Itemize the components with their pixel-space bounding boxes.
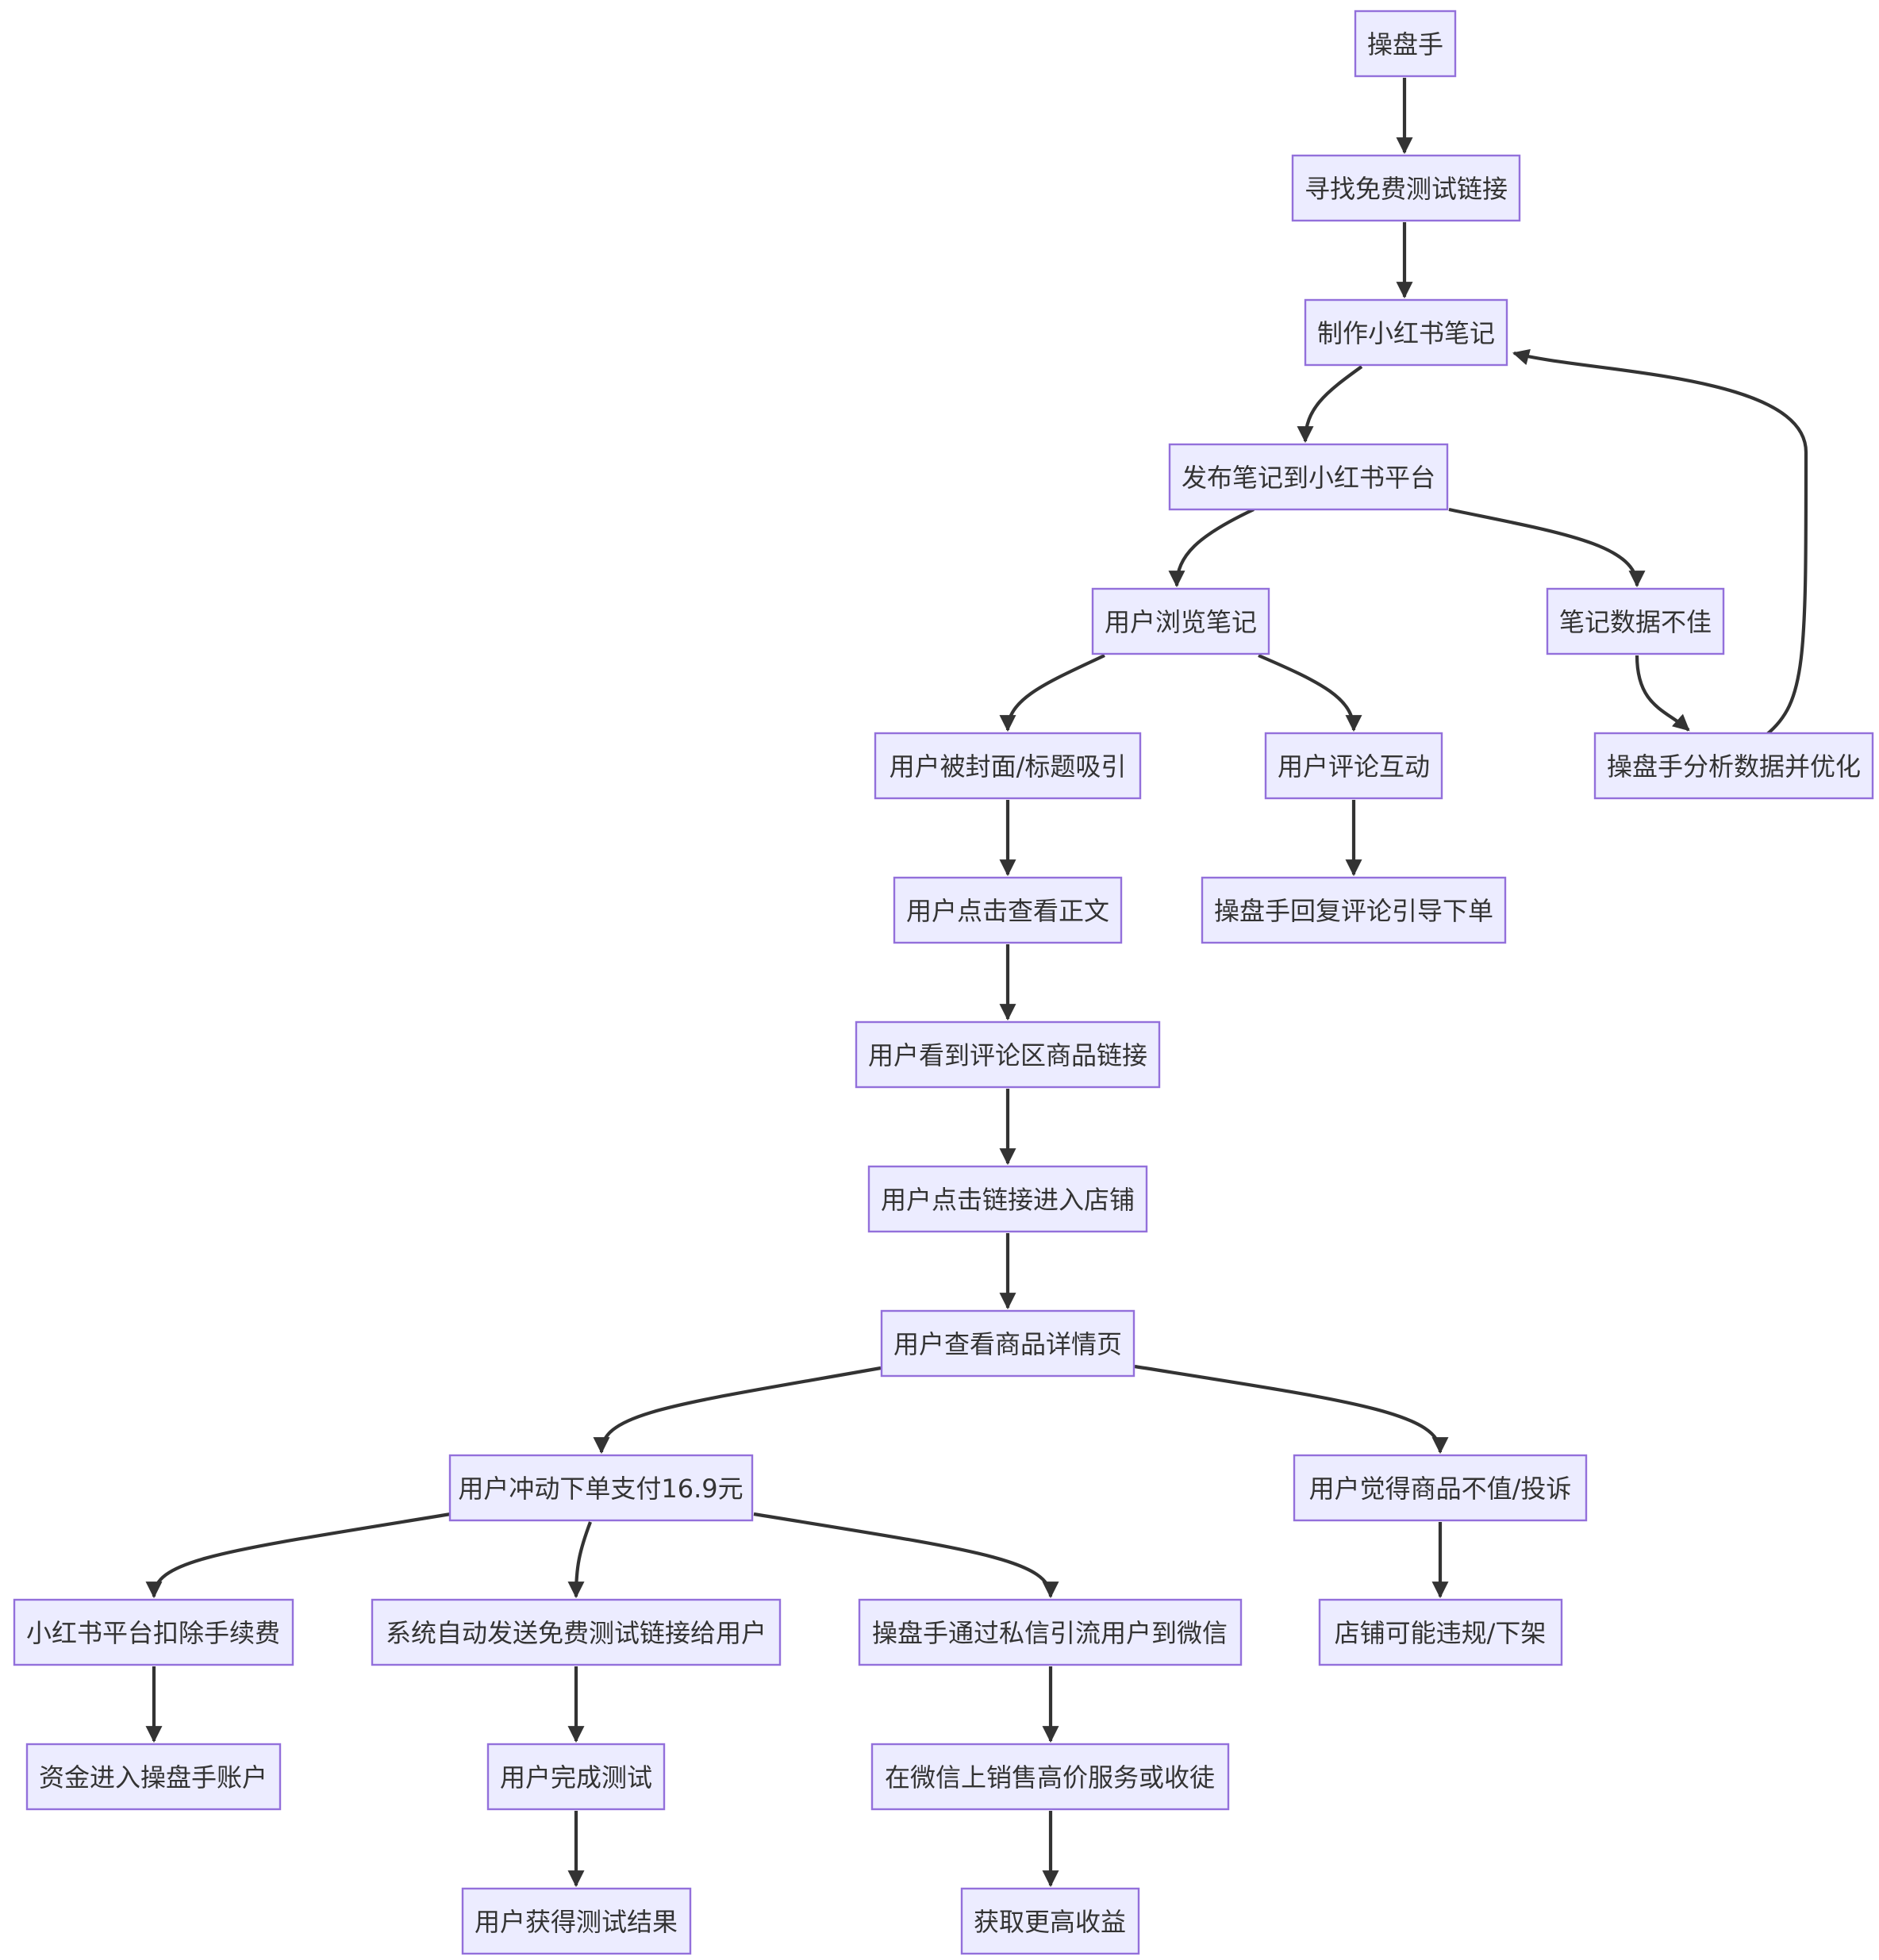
edges xyxy=(145,78,1808,1888)
node-n13: 用户点击链接进入店铺 xyxy=(867,1165,1148,1233)
node-label: 用户被封面/标题吸引 xyxy=(890,751,1127,782)
node-n10: 用户点击查看正文 xyxy=(893,876,1123,944)
node-n25: 获取更高收益 xyxy=(960,1887,1140,1955)
node-label: 用户获得测试结果 xyxy=(475,1907,678,1937)
node-n2: 寻找免费测试链接 xyxy=(1291,154,1521,222)
node-label: 用户看到评论区商品链接 xyxy=(868,1040,1147,1070)
node-n21: 资金进入操盘手账户 xyxy=(25,1743,282,1811)
node-label: 用户完成测试 xyxy=(500,1762,652,1793)
node-label: 寻找免费测试链接 xyxy=(1305,174,1508,204)
edge-n4-n5 xyxy=(1168,508,1255,588)
node-n11: 操盘手回复评论引导下单 xyxy=(1201,876,1507,944)
node-label: 用户浏览笔记 xyxy=(1105,607,1257,637)
edge-n5-n7 xyxy=(999,654,1105,732)
edge-n14-n15 xyxy=(593,1366,882,1455)
node-label: 用户查看商品详情页 xyxy=(893,1329,1122,1359)
edge-n14-n16 xyxy=(1134,1364,1449,1455)
node-n20: 店铺可能违规/下架 xyxy=(1318,1598,1563,1666)
node-n7: 用户被封面/标题吸引 xyxy=(874,732,1142,800)
nodes: 操盘手 寻找免费测试链接 制作小红书笔记 发布笔记到小红书平台 用户浏览笔记 笔… xyxy=(13,10,1874,1955)
node-n18: 系统自动发送免费测试链接给用户 xyxy=(371,1598,782,1666)
node-n8: 用户评论互动 xyxy=(1264,732,1443,800)
node-label: 操盘手回复评论引导下单 xyxy=(1214,896,1493,926)
node-n9: 操盘手分析数据并优化 xyxy=(1593,732,1874,800)
edge-n15-n17 xyxy=(145,1512,451,1599)
node-n12: 用户看到评论区商品链接 xyxy=(855,1020,1161,1089)
node-label: 用户评论互动 xyxy=(1278,751,1430,782)
node-n5: 用户浏览笔记 xyxy=(1091,587,1270,655)
node-label: 用户点击链接进入店铺 xyxy=(881,1185,1135,1215)
node-label: 操盘手分析数据并优化 xyxy=(1607,751,1861,782)
node-n22: 用户完成测试 xyxy=(486,1743,666,1811)
node-n15: 用户冲动下单支付16.9元 xyxy=(448,1454,754,1522)
edge-n15-n18 xyxy=(567,1521,592,1599)
node-label: 资金进入操盘手账户 xyxy=(39,1762,267,1793)
node-n17: 小红书平台扣除手续费 xyxy=(13,1598,294,1666)
node-n19: 操盘手通过私信引流用户到微信 xyxy=(858,1598,1243,1666)
node-n4: 发布笔记到小红书平台 xyxy=(1168,443,1449,511)
node-label: 用户冲动下单支付16.9元 xyxy=(458,1474,743,1504)
node-n23: 在微信上销售高价服务或收徒 xyxy=(870,1743,1230,1811)
node-n6: 笔记数据不佳 xyxy=(1546,587,1725,655)
node-label: 店铺可能违规/下架 xyxy=(1335,1618,1547,1648)
node-label: 发布笔记到小红书平台 xyxy=(1182,463,1435,493)
node-n1: 操盘手 xyxy=(1354,10,1457,78)
node-label: 小红书平台扣除手续费 xyxy=(26,1618,280,1648)
node-label: 系统自动发送免费测试链接给用户 xyxy=(386,1618,767,1648)
node-n24: 用户获得测试结果 xyxy=(461,1887,692,1955)
edge-n9-n3 xyxy=(1512,348,1808,736)
node-n14: 用户查看商品详情页 xyxy=(880,1309,1135,1378)
node-label: 制作小红书笔记 xyxy=(1317,318,1495,348)
node-label: 在微信上销售高价服务或收徒 xyxy=(885,1762,1215,1793)
edge-n4-n6 xyxy=(1448,507,1646,588)
edge-n15-n19 xyxy=(753,1512,1059,1599)
node-label: 操盘手 xyxy=(1367,29,1443,60)
node-label: 获取更高收益 xyxy=(974,1907,1126,1937)
node-n3: 制作小红书笔记 xyxy=(1304,298,1508,367)
node-n16: 用户觉得商品不值/投诉 xyxy=(1293,1454,1588,1522)
node-label: 笔记数据不佳 xyxy=(1559,607,1712,637)
edge-n3-n4 xyxy=(1297,365,1363,444)
node-label: 用户点击查看正文 xyxy=(906,896,1109,926)
node-label: 操盘手通过私信引流用户到微信 xyxy=(872,1618,1228,1648)
node-label: 用户觉得商品不值/投诉 xyxy=(1309,1474,1572,1504)
edge-n6-n9 xyxy=(1635,655,1690,732)
edge-n5-n8 xyxy=(1258,654,1362,732)
